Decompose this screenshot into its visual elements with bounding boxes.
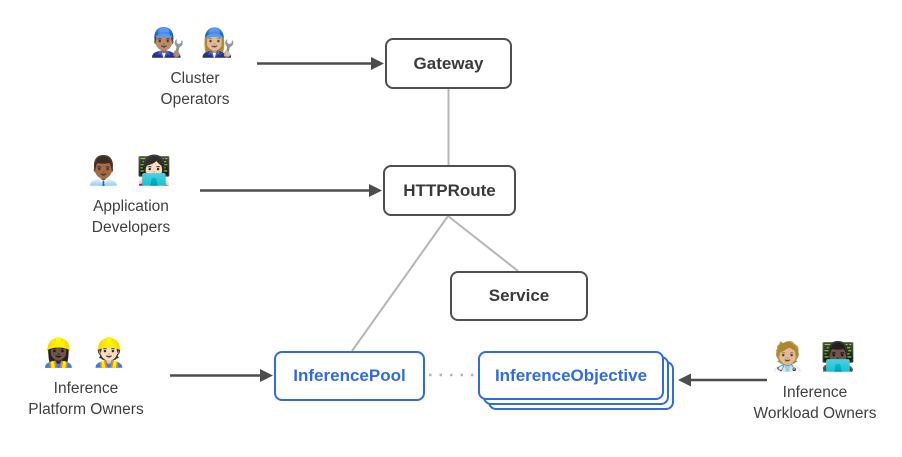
node-service-label: Service xyxy=(488,286,550,305)
cluster-operators-emoji: 👨🏽‍🔧 👩🏼‍🔧 xyxy=(150,27,240,58)
cluster-operators-label: Cluster Operators xyxy=(160,70,230,108)
inference-workload-owners-label: Inference Workload Owners xyxy=(753,384,877,422)
actor-inference-workload-owners: 🧑🏼‍⚕️ 👨🏿‍💻 Inference Workload Owners xyxy=(725,338,902,424)
actor-inference-platform-owners: 👷🏿‍♀️ 👷🏻 Inference Platform Owners xyxy=(0,334,176,420)
application-developers-emoji: 👨🏾‍💼 👩🏻‍💻 xyxy=(86,155,176,186)
inference-platform-owners-label: Inference Platform Owners xyxy=(28,380,144,418)
arrow-application-developers-to-httproute xyxy=(200,184,382,197)
application-developers-label: Application Developers xyxy=(91,198,171,236)
node-inference-objective-label: InferenceObjective xyxy=(494,365,648,385)
node-gateway-label: Gateway xyxy=(413,53,484,73)
node-gateway: Gateway xyxy=(385,38,512,89)
actor-application-developers: 👨🏾‍💼 👩🏻‍💻 Application Developers xyxy=(41,152,221,238)
node-inference-pool: InferencePool xyxy=(274,351,425,401)
inference-workload-owners-emoji: 🧑🏼‍⚕️ 👨🏿‍💻 xyxy=(770,341,860,372)
arrow-platform-owners-to-inferencepool xyxy=(170,369,273,382)
node-service: Service xyxy=(450,271,588,321)
node-inference-pool-label: InferencePool xyxy=(293,366,406,385)
inference-platform-owners-emoji: 👷🏿‍♀️ 👷🏻 xyxy=(41,337,131,368)
node-inference-objective: InferenceObjective xyxy=(478,351,664,400)
edge-httproute-inferencepool xyxy=(351,215,449,352)
node-httproute-label: HTTPRoute xyxy=(403,180,496,200)
edge-httproute-service xyxy=(447,215,519,272)
actor-cluster-operators: 👨🏽‍🔧 👩🏼‍🔧 Cluster Operators xyxy=(105,24,285,110)
node-httproute: HTTPRoute xyxy=(383,165,516,216)
